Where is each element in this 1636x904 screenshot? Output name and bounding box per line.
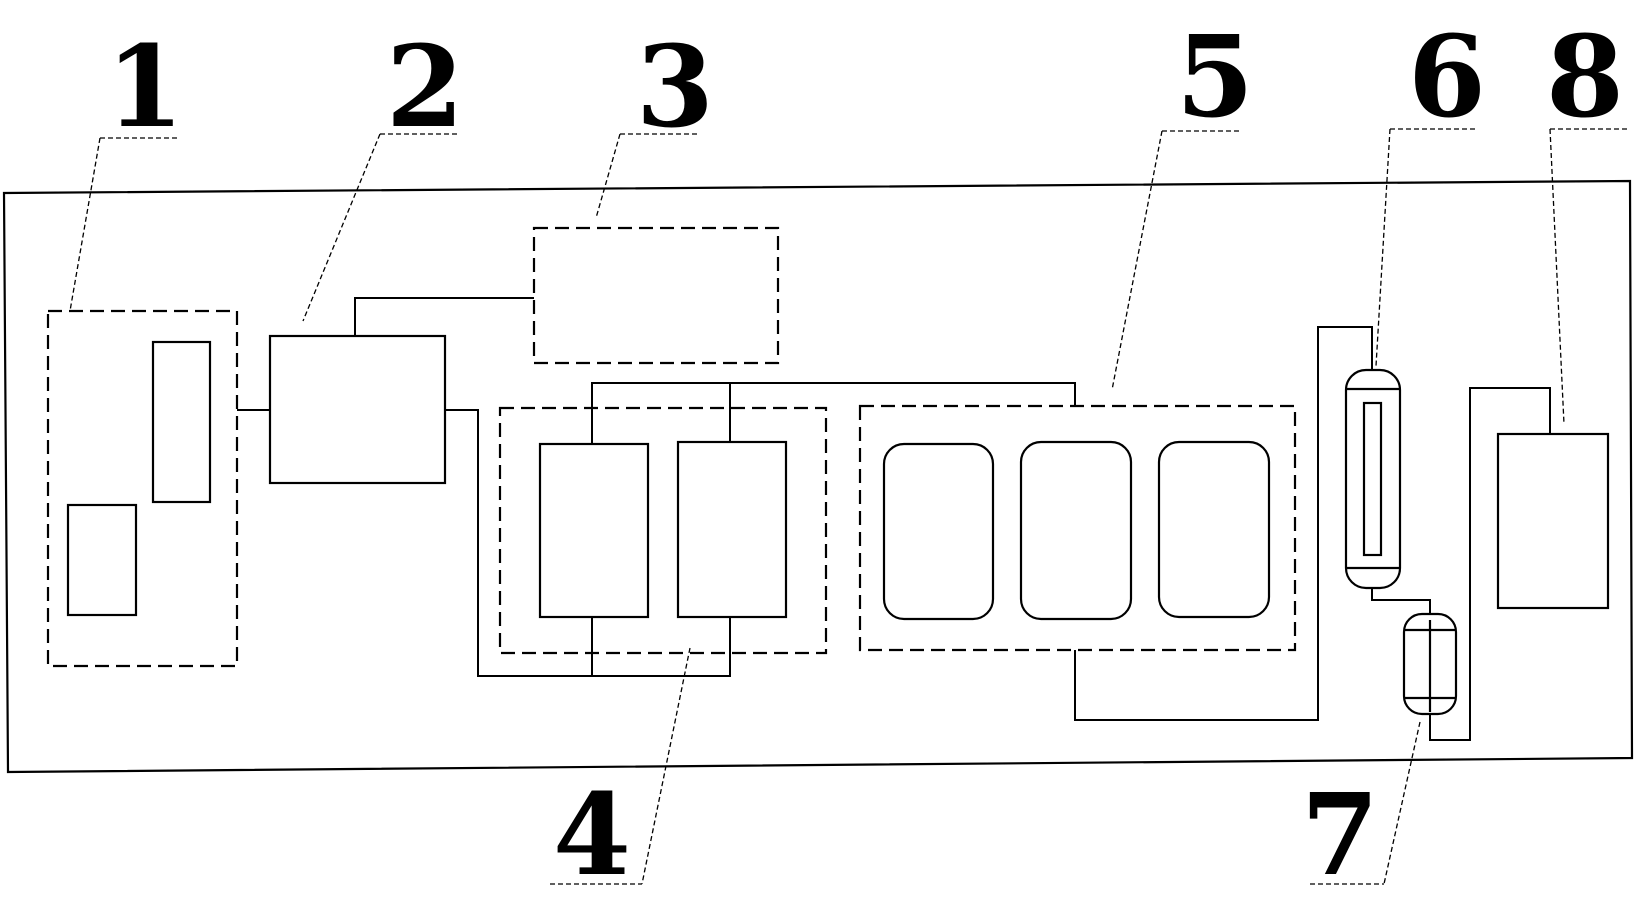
outer-enclosure — [2, 179, 1634, 774]
component-1-tall-box — [151, 340, 212, 504]
component-3-boundary — [532, 226, 780, 365]
label-4: 4 — [553, 770, 631, 901]
component-1-short-box — [66, 503, 138, 617]
component-4 — [498, 406, 828, 655]
component-8-box — [1496, 432, 1610, 610]
component-1-boundary — [46, 309, 239, 668]
label-8: 8 — [1546, 12, 1624, 143]
number-labels: 1 2 3 5 6 8 4 7 — [106, 12, 1624, 901]
label-1: 1 — [106, 22, 184, 153]
label-2: 2 — [386, 22, 464, 153]
component-6-inner-element — [1362, 401, 1383, 557]
component-4-right-box — [676, 440, 788, 619]
label-5: 5 — [1176, 12, 1254, 143]
component-5 — [858, 404, 1297, 652]
component-4-left-box — [538, 442, 650, 619]
component-5-tank-1 — [882, 442, 995, 621]
leader-lines — [69, 128, 1630, 885]
component-7 — [1402, 612, 1458, 716]
label-6: 6 — [1408, 12, 1486, 143]
component-2-box — [268, 334, 447, 485]
label-3: 3 — [636, 22, 714, 153]
label-7: 7 — [1301, 770, 1379, 901]
connection-wires — [237, 297, 1551, 741]
component-1 — [46, 309, 239, 668]
component-6 — [1344, 368, 1402, 590]
component-5-boundary — [858, 404, 1297, 652]
component-5-tank-3 — [1157, 440, 1271, 619]
component-4-boundary — [498, 406, 828, 655]
component-5-tank-2 — [1019, 440, 1133, 621]
